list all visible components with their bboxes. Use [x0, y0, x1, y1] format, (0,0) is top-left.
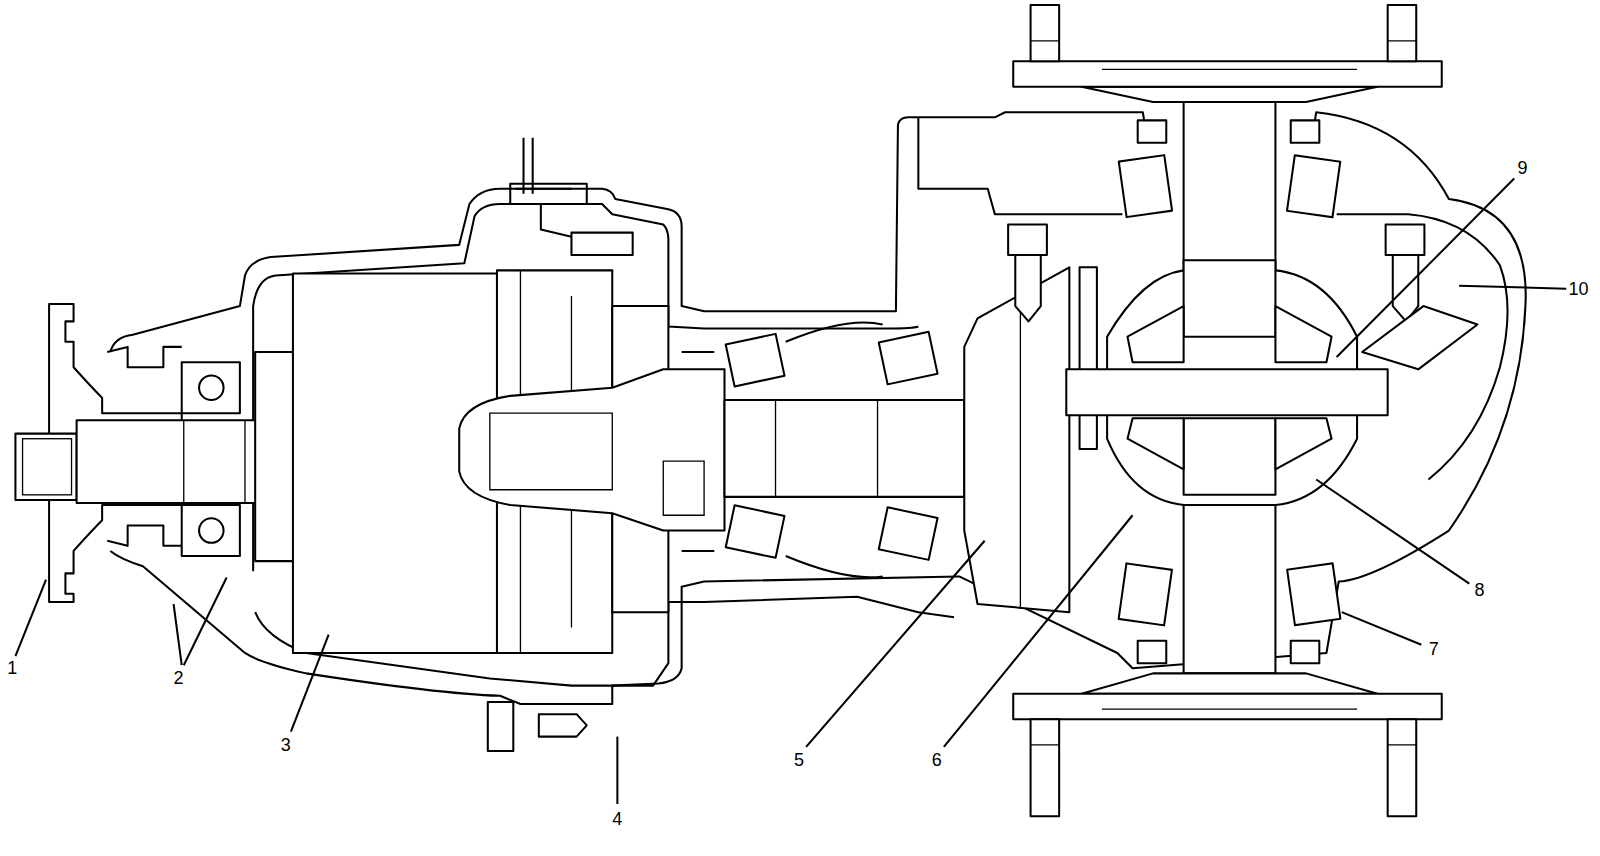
callout-number: 9 — [1516, 158, 1528, 178]
callout-number: 7 — [1428, 639, 1440, 659]
callout-number: 8 — [1474, 580, 1486, 600]
callout-number: 10 — [1568, 279, 1590, 299]
callout-number: 6 — [931, 750, 943, 770]
callout-number: 3 — [280, 735, 292, 755]
callout-number: 1 — [6, 658, 18, 678]
callout-number: 2 — [173, 668, 185, 688]
callout-number: 5 — [793, 750, 805, 770]
callout-number: 4 — [611, 809, 623, 829]
